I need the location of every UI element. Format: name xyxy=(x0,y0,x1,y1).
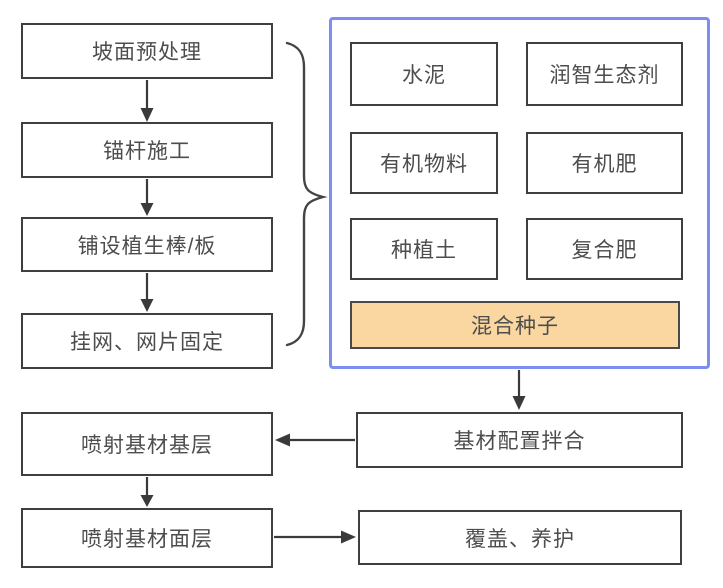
node-label: 挂网、网片固定 xyxy=(70,331,224,354)
node-label: 喷射基材基层 xyxy=(81,434,213,457)
node-label: 覆盖、养护 xyxy=(465,527,575,551)
node-label: 有机物料 xyxy=(380,153,468,176)
node-label: 混合种子 xyxy=(471,315,559,338)
node-runzhi-eco-agent: 润智生态剂 xyxy=(526,42,683,106)
node-spray-substrate-surface-layer: 喷射基材面层 xyxy=(21,508,273,568)
node-anchor-bolt-construction: 锚杆施工 xyxy=(21,122,273,178)
arrow-down-icon xyxy=(140,179,154,216)
node-label: 锚杆施工 xyxy=(103,140,191,163)
node-label: 种植土 xyxy=(391,239,457,262)
node-label: 铺设植生棒/板 xyxy=(77,234,217,258)
node-compound-fertilizer: 复合肥 xyxy=(526,218,683,280)
arrow-down-icon xyxy=(512,370,526,410)
node-spray-substrate-base-layer: 喷射基材基层 xyxy=(21,412,273,476)
node-label: 有机肥 xyxy=(571,153,638,176)
arrow-down-icon xyxy=(140,477,154,507)
node-label: 基材配置拌合 xyxy=(453,430,586,453)
arrow-down-icon xyxy=(140,80,154,122)
node-organic-material: 有机物料 xyxy=(350,132,498,194)
node-cement: 水泥 xyxy=(350,42,498,106)
node-lay-vegetation-rod-board: 铺设植生棒/板 xyxy=(21,217,273,272)
arrow-down-icon xyxy=(140,273,154,312)
arrow-left-icon xyxy=(275,433,355,447)
node-slope-pretreatment: 坡面预处理 xyxy=(21,23,273,79)
node-planting-soil: 种植土 xyxy=(350,218,498,280)
node-cover-and-maintain: 覆盖、养护 xyxy=(358,510,682,565)
curly-brace xyxy=(285,41,328,347)
node-label: 坡面预处理 xyxy=(92,41,202,64)
node-label: 喷射基材面层 xyxy=(81,528,213,551)
node-label: 润智生态剂 xyxy=(549,64,660,87)
node-organic-fertilizer: 有机肥 xyxy=(526,132,683,194)
node-label: 水泥 xyxy=(402,64,446,87)
materials-panel: 水泥 润智生态剂 有机物料 有机肥 种植土 复合肥 混合种子 xyxy=(329,17,710,369)
node-substrate-mixing: 基材配置拌合 xyxy=(356,412,683,468)
node-label: 复合肥 xyxy=(571,239,638,262)
arrow-right-icon xyxy=(274,530,356,544)
node-mixed-seeds-highlighted: 混合种子 xyxy=(350,301,680,349)
node-hang-net-mesh-fixing: 挂网、网片固定 xyxy=(21,313,273,369)
